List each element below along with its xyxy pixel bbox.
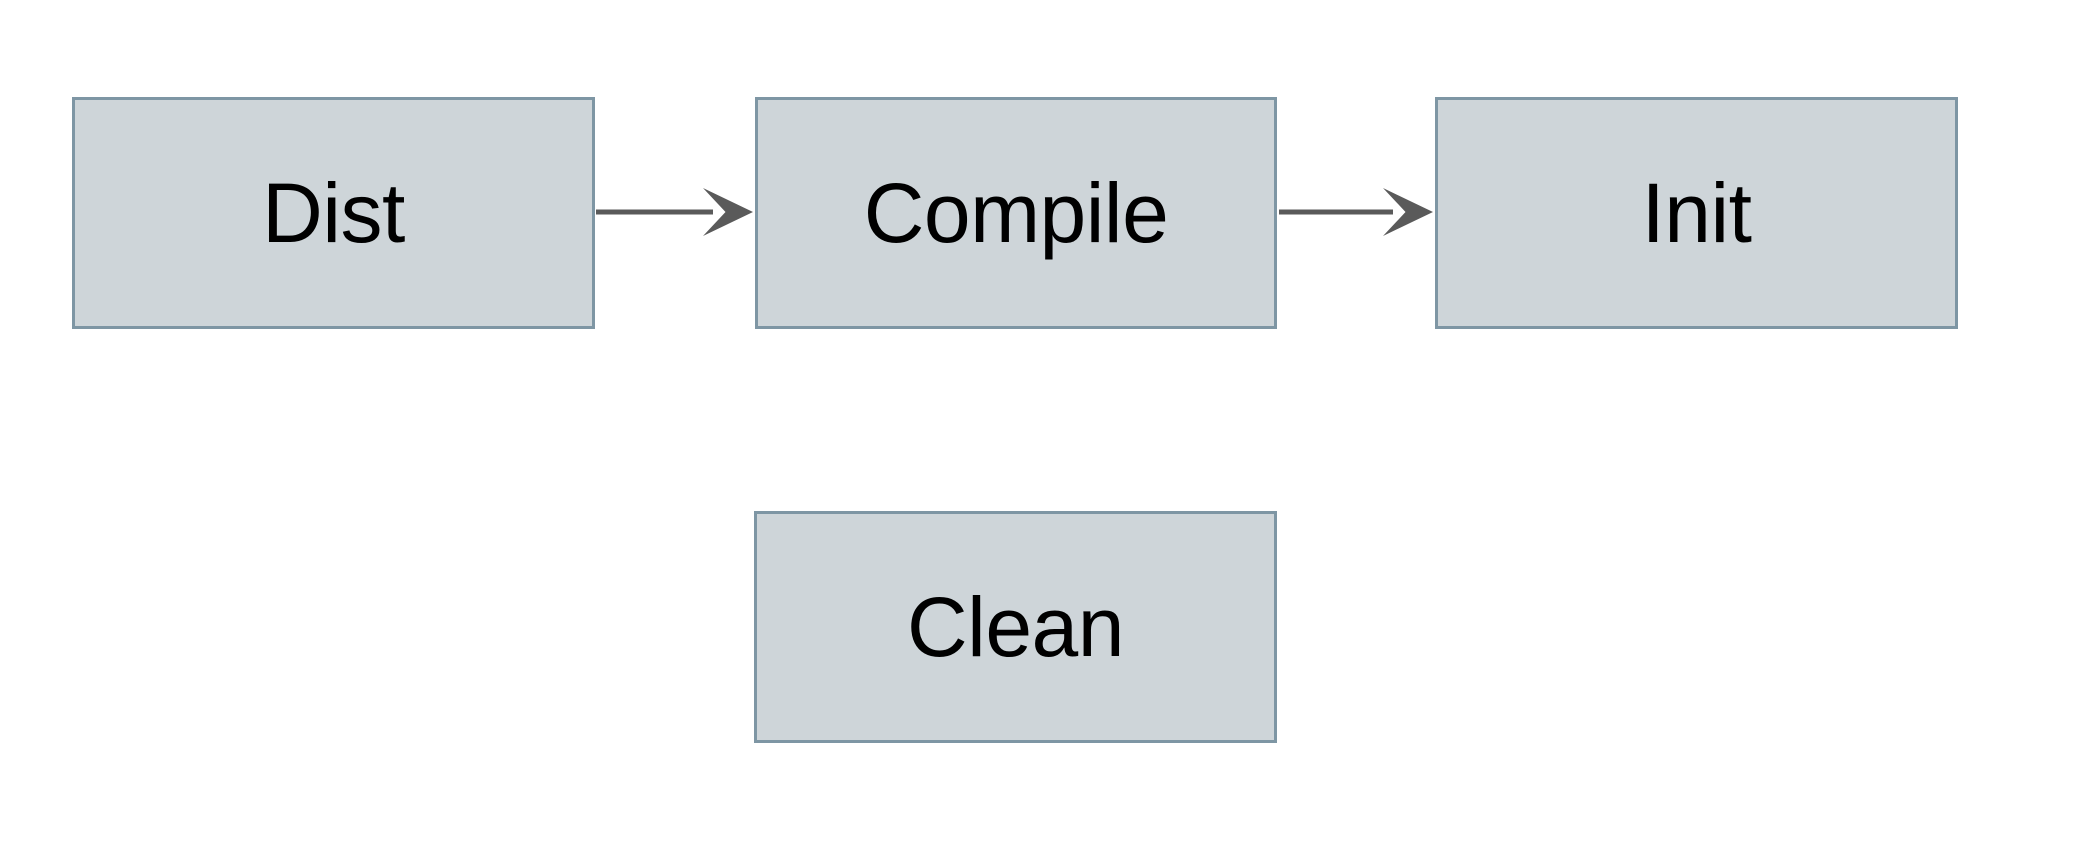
node-clean-label: Clean [907, 580, 1124, 674]
node-compile[interactable]: Compile [755, 97, 1277, 329]
arrow-right-icon [1279, 188, 1433, 236]
edge-compile-to-init[interactable] [1279, 172, 1437, 252]
node-init[interactable]: Init [1435, 97, 1958, 329]
node-compile-label: Compile [863, 166, 1169, 260]
node-clean[interactable]: Clean [754, 511, 1277, 743]
edge-dist-to-compile[interactable] [596, 172, 757, 252]
node-dist[interactable]: Dist [72, 97, 595, 329]
arrow-right-icon [596, 188, 753, 236]
node-init-label: Init [1641, 166, 1752, 260]
node-dist-label: Dist [262, 166, 405, 260]
